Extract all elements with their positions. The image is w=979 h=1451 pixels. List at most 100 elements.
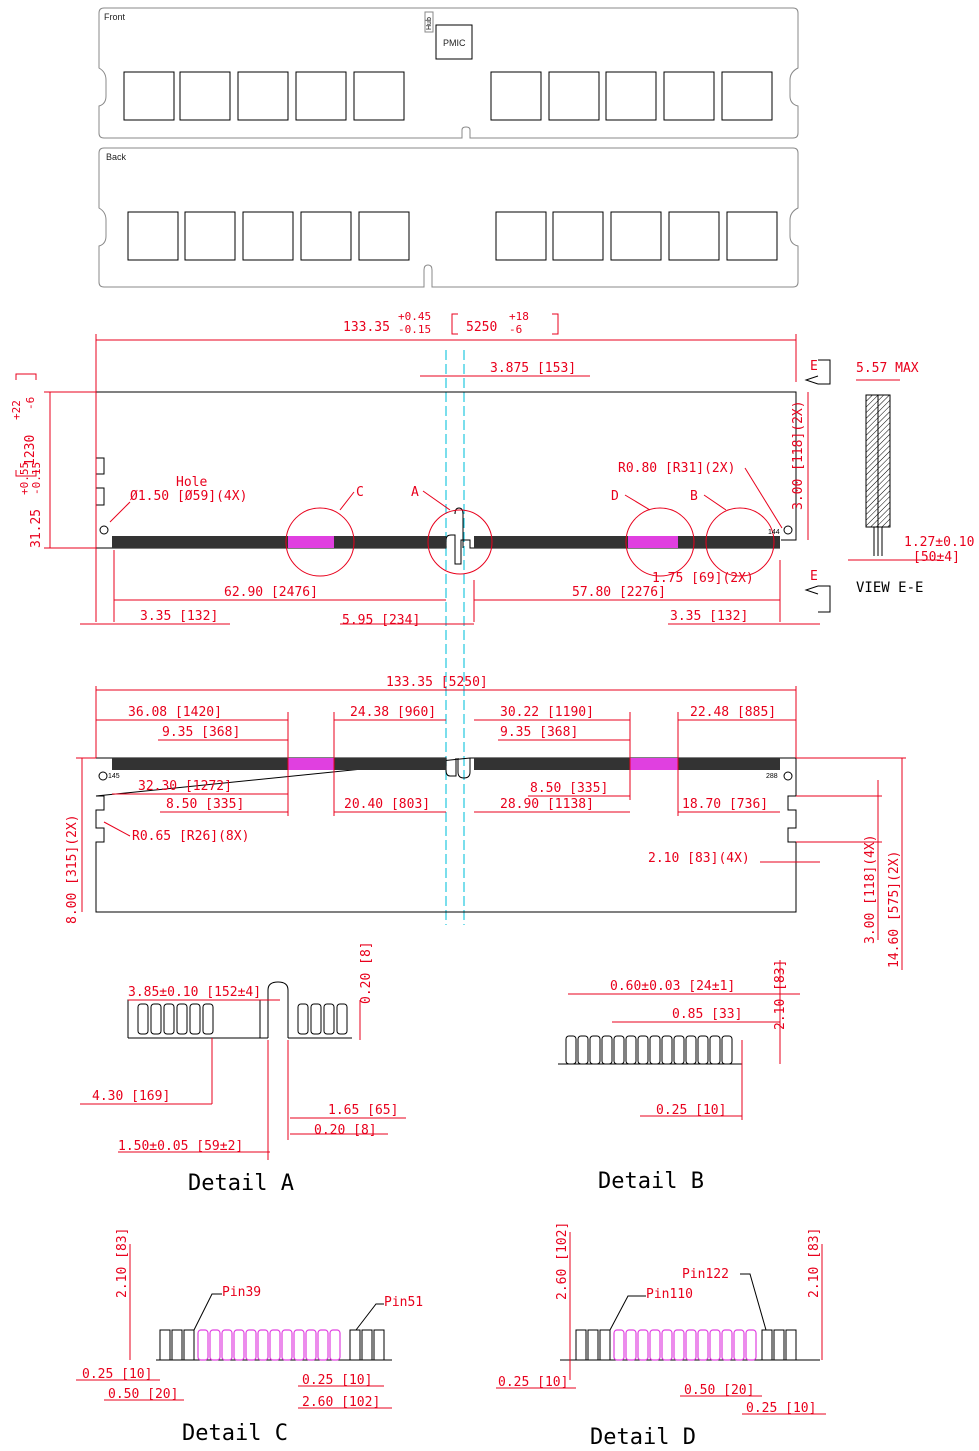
detail-c-height: 2.10 [83]	[115, 1228, 130, 1298]
detail-d-gap-3: 0.25 [10]	[746, 1401, 816, 1416]
detail-c: 2.10 [83] Pin39 Pin51 0.25 [10] 0.50 [20…	[76, 1228, 423, 1446]
top-pin-highlight-c	[288, 536, 334, 548]
height-tol-plus: +0.55	[18, 462, 31, 495]
detail-a-right-2: 0.20 [8]	[314, 1123, 377, 1138]
back-label: Back	[106, 152, 127, 162]
detail-b-label: B	[690, 489, 698, 504]
bottom-h1-dim: 3.00 [118](4X)	[863, 834, 878, 944]
pmic-label: PMIC	[443, 38, 466, 48]
detail-a-slot: 1.50±0.05 [59±2]	[118, 1139, 243, 1154]
bottom-pin-highlight-right	[630, 758, 678, 770]
detail-b-width: 0.60±0.03 [24±1]	[610, 979, 735, 994]
detail-b-title: Detail B	[598, 1169, 704, 1194]
view-thickness: 5.57 MAX	[856, 361, 919, 376]
hub-chip	[424, 11, 434, 33]
bottom-dim-6: 9.35 [368]	[500, 725, 578, 740]
front-dram-chips	[123, 71, 773, 121]
detail-circle-a	[427, 509, 493, 575]
top-dimension-drawing: 133.35 +0.45 -0.15 5250 +18 -6 3.875 [15…	[10, 310, 831, 925]
height-mil-plus: +22	[10, 400, 23, 420]
top-hole-left	[99, 525, 109, 535]
bottom-dim-10: 8.50 [335]	[530, 781, 608, 796]
top-pin-highlight-d	[628, 536, 678, 548]
detail-d-height-1: 2.60 [102]	[555, 1222, 570, 1300]
detail-d-gap-1: 0.25 [10]	[498, 1375, 568, 1390]
front-label: Front	[104, 12, 126, 22]
radius-dim: R0.80 [R31](2X)	[618, 461, 735, 476]
detail-circle-d	[625, 507, 695, 577]
pmic-chip	[435, 24, 473, 60]
back-view: Back	[98, 147, 799, 288]
right-edge-dim: 3.35 [132]	[670, 609, 748, 624]
detail-circle-b	[705, 507, 775, 577]
bottom-dim-8: 8.50 [335]	[166, 797, 244, 812]
bottom-dim-11: 28.90 [1138]	[500, 797, 594, 812]
pin-145-label: 145	[108, 773, 120, 780]
right-to-key-dim: 57.80 [2276]	[572, 585, 666, 600]
height-tol-minus: -0.15	[30, 462, 43, 495]
bottom-dim-12: 18.70 [736]	[682, 797, 768, 812]
section-e-top: E	[810, 359, 818, 374]
bottom-dim-3: 30.22 [1190]	[500, 705, 594, 720]
bottom-dim-2: 24.38 [960]	[350, 705, 436, 720]
bottom-dim-4: 22.48 [885]	[690, 705, 776, 720]
pin-288-label: 288	[766, 773, 778, 780]
bottom-dim-7: 32.30 [1272]	[138, 779, 232, 794]
back-dram-chips	[127, 211, 778, 261]
detail-b-height: 2.10 [83]	[773, 960, 788, 1030]
detail-a-height: 0.20 [8]	[359, 941, 374, 1004]
bottom-dim-9: 20.40 [803]	[344, 797, 430, 812]
hole-label: Hole	[176, 475, 207, 490]
pin-pitch-edge-dim: 1.75 [69](2X)	[652, 571, 754, 586]
detail-c-pin-a: Pin39	[222, 1285, 261, 1300]
detail-d-pin-a: Pin122	[682, 1267, 729, 1282]
top-pin-row-left	[112, 536, 446, 548]
detail-b-pitch: 0.85 [33]	[672, 1007, 742, 1022]
detail-a-label: A	[411, 485, 419, 500]
bottom-h2-dim: 14.60 [575](2X)	[887, 851, 902, 968]
hole-dim: Ø1.50 [Ø59](4X)	[130, 489, 247, 504]
detail-d: 2.60 [102] 2.10 [83] Pin122 Pin110 0.25 …	[496, 1222, 826, 1450]
bottom-pin-highlight-left	[288, 758, 334, 770]
detail-d-gap-2: 0.50 [20]	[684, 1383, 754, 1398]
view-title: VIEW E-E	[856, 580, 923, 596]
detail-b-gap: 0.25 [10]	[656, 1103, 726, 1118]
pin-144-label: 144	[768, 529, 780, 536]
section-e-bottom: E	[810, 569, 818, 584]
detail-c-gap-3: 0.25 [10]	[302, 1373, 372, 1388]
detail-a-width: 3.85±0.10 [152±4]	[128, 985, 261, 1000]
bottom-pin-row-left	[112, 758, 446, 770]
left-to-key-dim: 62.90 [2476]	[224, 585, 318, 600]
height-mil-minus: -6	[24, 397, 37, 410]
detail-c-label: C	[356, 485, 364, 500]
overall-mil: 5250	[466, 320, 497, 335]
detail-a-left: 4.30 [169]	[92, 1089, 170, 1104]
height-dim: 31.25	[29, 509, 44, 548]
notch-height-dim: 3.00 [118](2X)	[791, 400, 806, 510]
overall-tol-minus: -0.15	[398, 323, 431, 336]
bottom-notch-dim: 8.00 [315](2X)	[65, 814, 80, 924]
detail-circle-c	[285, 507, 355, 577]
bottom-radius-dim: R0.65 [R26](8X)	[132, 829, 249, 844]
view-e-e: 5.57 MAX 1.27±0.10 [50±4] VIEW E-E	[848, 361, 974, 596]
view-board-mil: [50±4]	[913, 550, 960, 565]
detail-c-gap-4: 2.60 [102]	[302, 1395, 380, 1410]
bottom-overall-dim: 133.35 [5250]	[386, 675, 488, 690]
top-hole-right	[783, 525, 793, 535]
hub-label: Hub	[426, 17, 433, 30]
overall-mil-minus: -6	[509, 323, 522, 336]
slot-width-dim: 3.875 [153]	[490, 361, 576, 376]
detail-d-height-2: 2.10 [83]	[807, 1228, 822, 1298]
bottom-dim-1: 36.08 [1420]	[128, 705, 222, 720]
bottom-dimension-drawing: 145 288 133.35 [5250] 36.08 [1420] 24.38…	[65, 675, 906, 970]
detail-d-label: D	[611, 489, 619, 504]
detail-c-pin-b: Pin51	[384, 1295, 423, 1310]
detail-a-right: 1.65 [65]	[328, 1103, 398, 1118]
key-offset-dim: 5.95 [234]	[342, 613, 420, 628]
bottom-pin-row-right	[474, 758, 780, 770]
detail-a-title: Detail A	[188, 1171, 294, 1196]
bottom-side-dim: 2.10 [83](4X)	[648, 851, 750, 866]
overall-length: 133.35	[343, 320, 390, 335]
top-pin-row-right	[474, 536, 780, 548]
